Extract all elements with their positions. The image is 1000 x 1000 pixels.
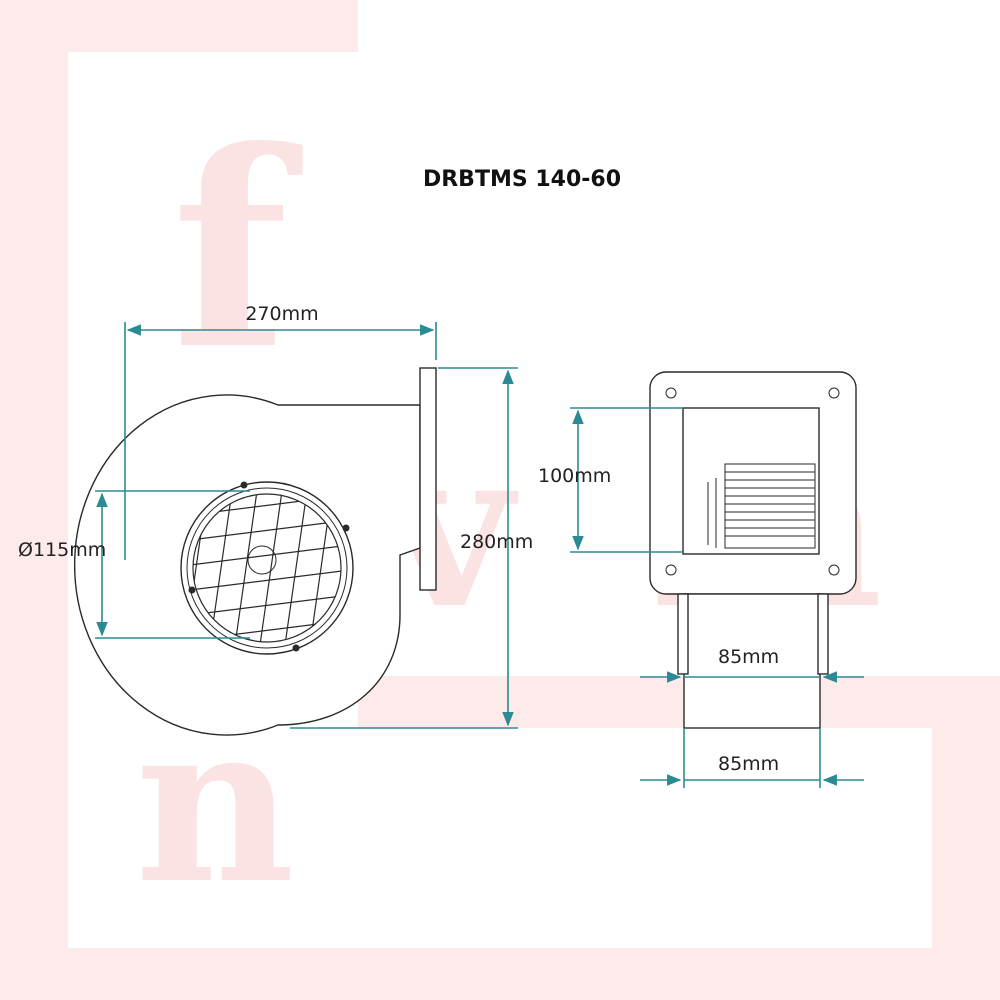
dim-width-label: 270mm [245,303,318,325]
impeller-blades [707,463,816,549]
dim-inlet-diameter-label: Ø115mm [18,539,106,561]
watermark-letter-f: f [172,91,303,409]
drawing-title: DRBTMS 140-60 [423,167,621,192]
dim-height-label: 280mm [460,531,533,553]
outlet-flange [419,367,437,591]
inlet-ring-inner [186,487,348,649]
inlet-ring-outer [180,481,354,655]
side-view [73,367,437,736]
dim-inlet-diameter: Ø115mm [18,490,250,639]
motor-bracket-right [817,593,829,675]
mount-hole-tl [665,387,677,399]
motor-bracket-left [677,593,689,675]
dim-outlet-width-top: 85mm [640,646,864,683]
mount-hole-bl [665,564,677,576]
dim-width: 270mm [124,303,437,560]
dim-outlet-width-top-label: 85mm [718,646,779,668]
dim-outlet-width-bottom: 85mm [640,728,864,788]
dim-outlet-height: 100mm [538,407,683,553]
mount-hole-br [828,564,840,576]
dim-outlet-width-bottom-label: 85mm [718,753,779,775]
dim-height: 280mm [290,367,533,729]
dim-outlet-height-label: 100mm [538,465,611,487]
mount-hole-tr [828,387,840,399]
front-view [649,371,857,729]
